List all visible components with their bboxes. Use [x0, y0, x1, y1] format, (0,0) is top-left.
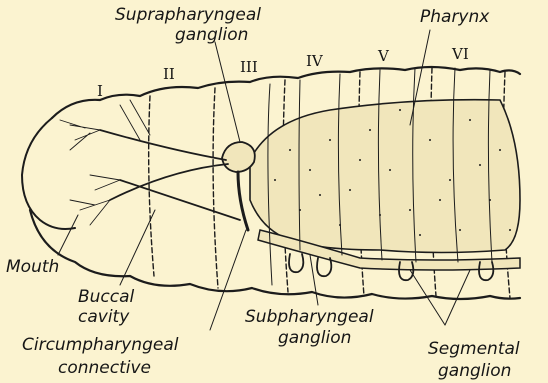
head-nerve-branches — [60, 100, 150, 225]
leader-buccal — [120, 210, 155, 285]
label-buccal-line1: Buccal — [78, 287, 135, 307]
label-subpharyngeal-line1: Subpharyngeal — [245, 307, 374, 327]
pharynx — [250, 100, 520, 253]
leader-mouth — [58, 215, 78, 255]
label-circumpharyngeal-line2: connective — [58, 358, 151, 378]
leader-suprapharyngeal — [215, 42, 240, 142]
segment-label-2: II — [163, 65, 175, 83]
circumpharyngeal-connective — [238, 172, 248, 230]
label-mouth: Mouth — [6, 257, 59, 277]
label-segmental-line2: ganglion — [438, 361, 511, 381]
segment-label-4: IV — [306, 52, 324, 70]
prostomial-nerves — [100, 130, 240, 220]
segment-label-1: I — [97, 82, 103, 100]
label-pharynx: Pharynx — [420, 7, 490, 27]
segment-label-5: V — [377, 47, 390, 65]
segment-label-3: III — [240, 58, 258, 76]
label-subpharyngeal-line2: ganglion — [278, 328, 351, 348]
label-buccal-line2: cavity — [78, 307, 130, 327]
label-suprapharyngeal-line2: ganglion — [175, 25, 248, 45]
label-segmental-line1: Segmental — [428, 339, 520, 359]
label-suprapharyngeal-line1: Suprapharyngeal — [115, 5, 261, 25]
segment-label-6: VI — [451, 45, 469, 63]
label-circumpharyngeal-line1: Circumpharyngeal — [22, 335, 179, 355]
suprapharyngeal-ganglion — [222, 142, 255, 172]
